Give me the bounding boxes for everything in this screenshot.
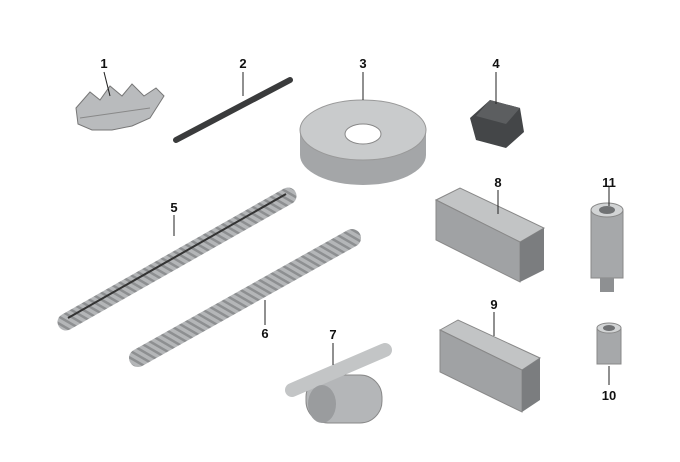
- callout-6: 6: [261, 326, 268, 341]
- callout-1: 1: [100, 56, 107, 71]
- callout-9: 9: [490, 297, 497, 312]
- part-5-corrugated-tube-slit[interactable]: [57, 187, 297, 331]
- callout-3: 3: [359, 56, 366, 71]
- part-1-terminal-clip[interactable]: [75, 83, 165, 131]
- part-4-connector-block[interactable]: [470, 100, 524, 148]
- part-10-short-sleeve[interactable]: [596, 322, 622, 365]
- callout-11: 11: [602, 175, 616, 190]
- callout-4: 4: [492, 56, 500, 71]
- callout-10: 10: [602, 388, 616, 403]
- callout-2: 2: [239, 56, 246, 71]
- part-11-long-sleeve[interactable]: [590, 202, 624, 292]
- callout-8: 8: [494, 175, 501, 190]
- callout-5: 5: [170, 200, 177, 215]
- part-8-junction-box-large[interactable]: [434, 187, 546, 283]
- part-7-cable-holder[interactable]: [285, 343, 392, 424]
- part-6-corrugated-tube[interactable]: [129, 229, 361, 367]
- part-3-tape-roll[interactable]: [299, 99, 427, 185]
- part-9-junction-box-small[interactable]: [438, 319, 542, 413]
- callout-7: 7: [329, 327, 336, 342]
- part-2-cable-rod[interactable]: [173, 77, 293, 143]
